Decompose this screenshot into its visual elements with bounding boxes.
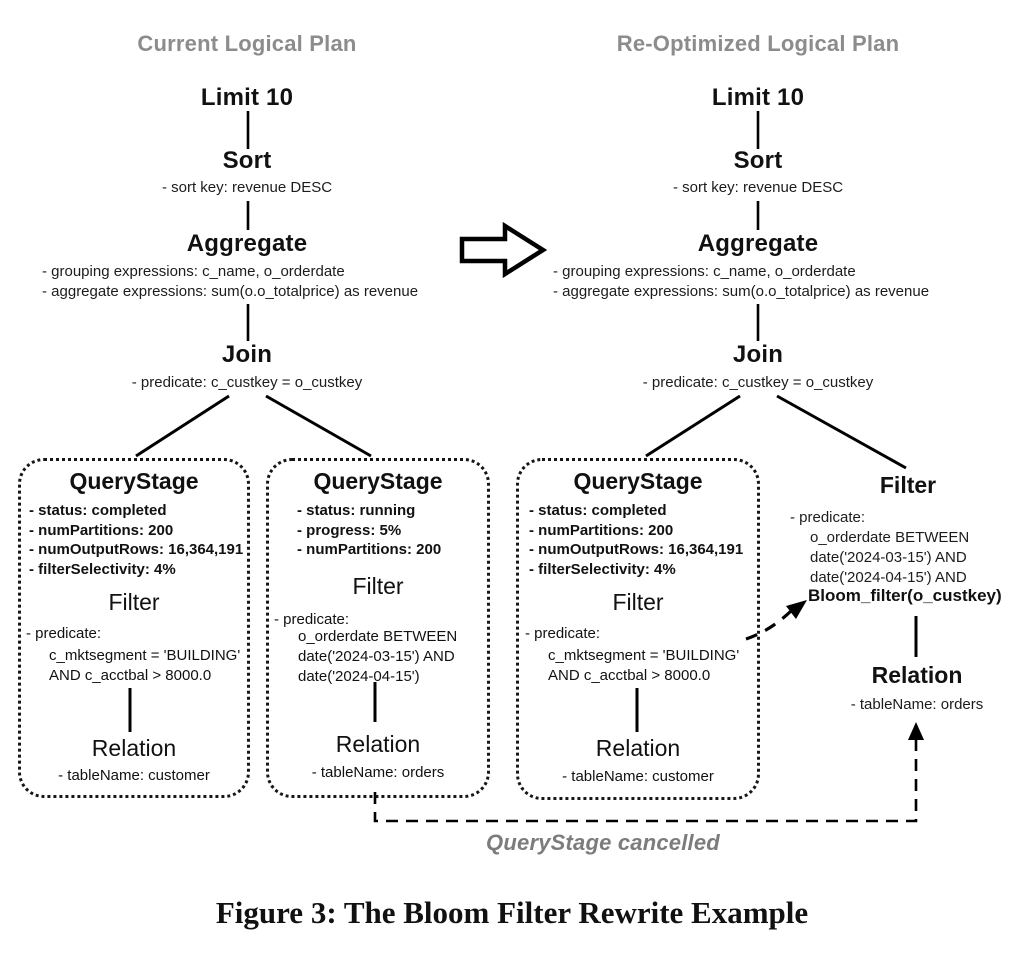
right-aggregate-detail-expressions: - aggregate expressions: sum(o.o_totalpr… [553,283,930,300]
relation-tablename: - tableName: customer [58,767,210,784]
rewritten-filter-operator: Filter [879,472,937,498]
filter-predicate-lines: c_mktsegment = 'BUILDING' AND c_acctbal … [49,646,240,686]
querystage-prop-numpartitions: - numPartitions: 200 [529,521,674,539]
edge-left-join-customer [135,394,230,458]
left-sort-detail: - sort key: revenue DESC [161,179,333,196]
querystage-prop-numoutputrows: - numOutputRows: 16,364,191 [29,541,244,558]
left-sort-node: Sort [222,147,272,174]
relation-arrowhead-icon [908,722,924,740]
edge-right-join-customer [645,394,741,458]
bloom-filter-dashed-arrow [745,609,793,641]
querystage-cancelled-dashed-path [373,737,918,823]
rewritten-relation-tablename: - tableName: orders [850,696,984,713]
querystage-prop-numpartitions: - numPartitions: 200 [29,521,174,539]
filter-predicate-line: date('2024-03-15') AND [298,648,455,665]
right-sort-node: Sort [733,147,783,174]
filter-operator: Filter [352,573,404,599]
left-join-detail: - predicate: c_custkey = o_custkey [131,374,363,391]
querystage-prop-filterselectivity: - filterSelectivity: 4% [29,560,176,578]
querystage-title: QueryStage [313,468,443,494]
bloom-filter-predicate: Bloom_filter(o_custkey) [808,586,1002,605]
filter-predicate-line: AND c_acctbal > 8000.0 [548,667,711,684]
rewritten-filter-predicate-lines: o_orderdate BETWEEN date('2024-03-15') A… [810,528,969,588]
left-limit-node: Limit 10 [200,84,294,111]
querystage-prop-status: - status: running [297,502,416,519]
filter-predicate-label: - predicate: [26,625,102,642]
left-join-node: Join [221,341,273,368]
querystage-box-customer-left: QueryStage - status: completed - numPart… [18,458,250,798]
rewritten-filter-predicate-line: o_orderdate BETWEEN [810,529,970,546]
edge-left-join-orders [265,394,372,458]
filter-predicate-line: c_mktsegment = 'BUILDING' [49,647,241,664]
querystage-title: QueryStage [69,468,199,494]
edge-right-join-filter [776,394,907,470]
bloom-filter-arrowhead-icon [786,600,807,619]
querystage-box-customer-right: QueryStage - status: completed - numPart… [516,458,760,800]
left-aggregate-node: Aggregate [186,230,308,257]
rewritten-filter-predicate-line: date('2024-04-15') AND [810,569,967,586]
right-aggregate-detail-grouping: - grouping expressions: c_name, o_orderd… [553,263,856,280]
querystage-title: QueryStage [573,468,703,494]
querystage-prop-status: - status: completed [529,502,667,519]
right-aggregate-node: Aggregate [697,230,819,257]
filter-predicate-line: o_orderdate BETWEEN [298,628,458,645]
relation-operator: Relation [595,735,681,761]
figure-caption: Figure 3: The Bloom Filter Rewrite Examp… [215,895,809,930]
right-aggregate-details: - grouping expressions: c_name, o_orderd… [553,262,929,302]
relation-operator: Relation [91,735,177,761]
querystage-prop-numpartitions: - numPartitions: 200 [297,541,442,558]
reoptimized-plan-title: Re-Optimized Logical Plan [616,31,900,56]
filter-predicate-lines: c_mktsegment = 'BUILDING' AND c_acctbal … [548,646,739,686]
filter-operator: Filter [108,589,160,615]
right-join-node: Join [732,341,784,368]
transform-arrow-icon [459,221,548,279]
filter-predicate-line: AND c_acctbal > 8000.0 [49,667,212,684]
relation-operator: Relation [335,731,421,757]
current-plan-title: Current Logical Plan [137,31,357,56]
right-limit-node: Limit 10 [711,84,805,111]
rewritten-filter-predicate-line: date('2024-03-15') AND [810,549,967,566]
left-aggregate-detail-grouping: - grouping expressions: c_name, o_orderd… [42,263,345,280]
querystage-prop-filterselectivity: - filterSelectivity: 4% [529,560,676,578]
filter-predicate-line: date('2024-04-15') [298,668,420,685]
querystage-props: - status: completed - numPartitions: 200… [529,501,743,579]
left-aggregate-details: - grouping expressions: c_name, o_orderd… [42,262,418,302]
querystage-prop-numoutputrows: - numOutputRows: 16,364,191 [529,541,744,558]
left-aggregate-detail-expressions: - aggregate expressions: sum(o.o_totalpr… [42,283,419,300]
filter-predicate-lines: o_orderdate BETWEEN date('2024-03-15') A… [298,627,457,687]
filter-operator: Filter [612,589,664,615]
querystage-prop-status: - status: completed [29,502,167,519]
relation-tablename: - tableName: customer [562,768,714,785]
rewritten-filter-predicate-label: - predicate: [790,509,866,526]
rewritten-relation-operator: Relation [871,662,963,688]
querystage-box-orders: QueryStage - status: running - progress:… [266,458,490,798]
filter-predicate-label: - predicate: [525,625,601,642]
querystage-props: - status: running - progress: 5% - numPa… [297,501,441,560]
filter-predicate-label: - predicate: [274,611,350,628]
right-sort-detail: - sort key: revenue DESC [672,179,844,196]
querystage-props: - status: completed - numPartitions: 200… [29,501,243,579]
right-join-detail: - predicate: c_custkey = o_custkey [642,374,874,391]
filter-predicate-line: c_mktsegment = 'BUILDING' [548,647,740,664]
relation-tablename: - tableName: orders [311,764,445,781]
querystage-prop-progress: - progress: 5% [297,521,402,539]
querystage-cancelled-label: QueryStage cancelled [486,830,720,855]
